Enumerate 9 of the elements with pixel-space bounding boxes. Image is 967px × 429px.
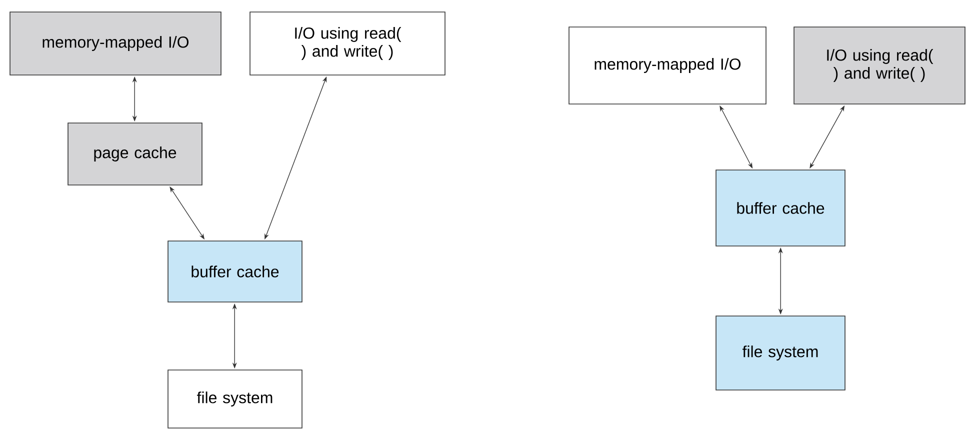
process-box: page cache (68, 122, 202, 186)
process-box: memory-mapped I/O (568, 26, 766, 104)
process-box: file system (168, 370, 302, 428)
process-box: I/O using read( ) and write( ) (250, 12, 446, 76)
process-box: buffer cache (716, 170, 846, 246)
process-box: I/O using read( ) and write( ) (794, 26, 966, 104)
process-box: file system (716, 316, 846, 390)
process-box: buffer cache (168, 240, 302, 302)
process-box: memory-mapped I/O (10, 12, 222, 76)
